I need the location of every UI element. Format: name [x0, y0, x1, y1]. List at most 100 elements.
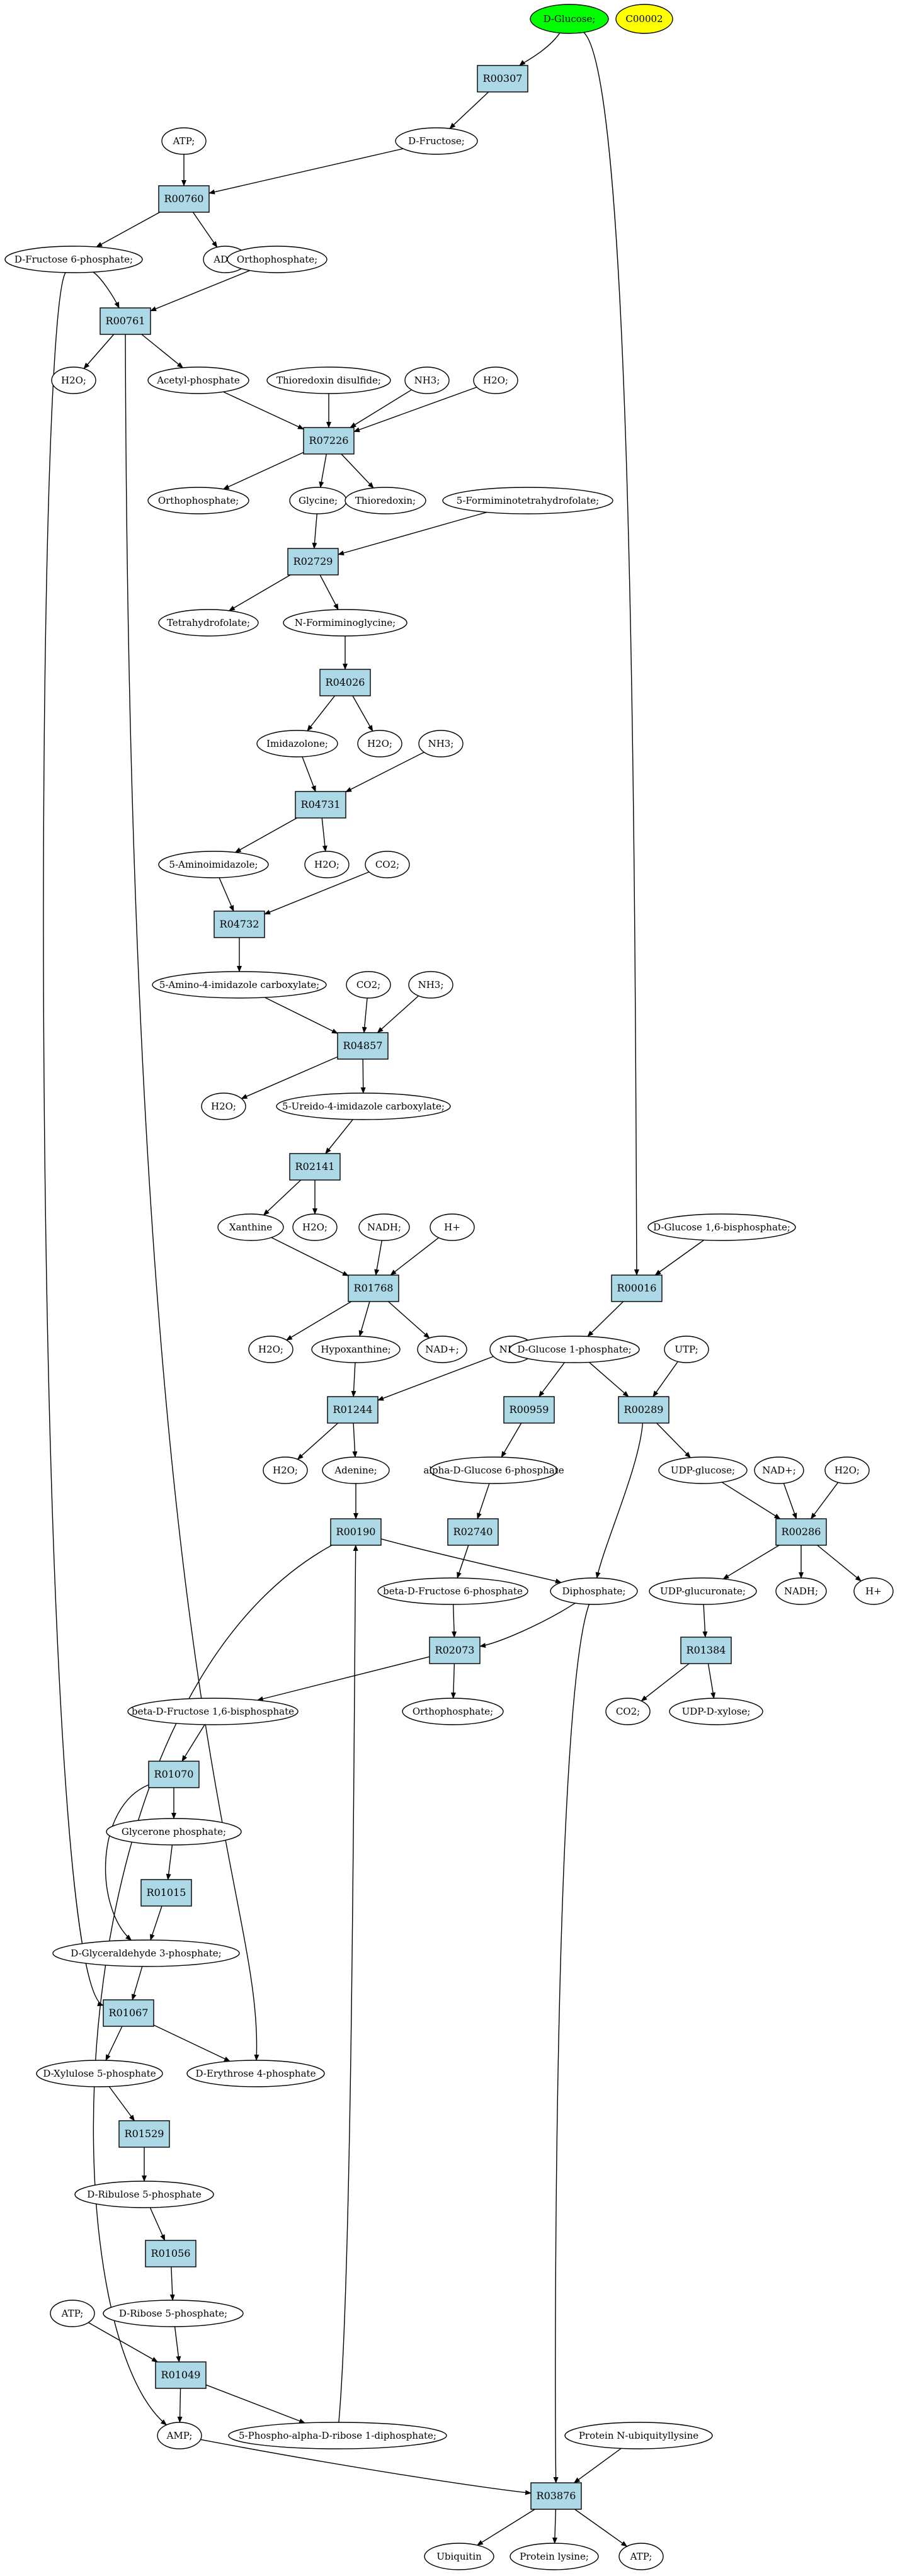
compound-node[interactable]: UDP-glucuronate; [649, 1577, 757, 1605]
reaction-node[interactable]: R01384 [680, 1637, 732, 1664]
reaction-node[interactable]: R02141 [289, 1153, 341, 1181]
compound-ellipse [649, 1577, 757, 1605]
compound-node[interactable]: Glycine; [289, 487, 347, 514]
compound-node[interactable]: 5-Aminoimidazole; [158, 851, 269, 878]
compound-node[interactable]: CO2; [346, 971, 391, 999]
compound-node[interactable]: Orthophosphate; [227, 246, 328, 273]
compound-node[interactable]: H2O; [51, 366, 96, 394]
compound-node[interactable]: AMP; [157, 2422, 202, 2449]
compound-node[interactable]: Adenine; [322, 1456, 390, 1484]
reaction-node[interactable]: R01529 [118, 2120, 170, 2148]
compound-node[interactable]: Glycerone phosphate; [106, 1818, 242, 1846]
compound-node[interactable]: Tetrahydrofolate; [158, 609, 259, 637]
compound-node[interactable]: NAD+; [754, 1456, 804, 1484]
compound-node[interactable]: H2O; [824, 1456, 870, 1484]
compound-node[interactable]: D-Glucose; [530, 4, 609, 34]
compound-node[interactable]: D-Fructose; [395, 127, 478, 155]
compound-node[interactable]: H2O; [304, 851, 350, 878]
compound-node[interactable]: NH3; [418, 730, 464, 757]
edge-h2o2-to-R07226 [353, 387, 477, 433]
reaction-node[interactable]: R00959 [503, 1396, 555, 1424]
compound-node[interactable]: NH3; [404, 366, 450, 394]
compound-node[interactable]: H2O; [248, 1336, 293, 1363]
compound-node[interactable]: H2O; [473, 366, 518, 394]
compound-node[interactable]: H2O; [292, 1213, 338, 1241]
compound-node[interactable]: D-Glucose 1,6-bisphosphate; [647, 1213, 796, 1241]
compound-node[interactable]: D-Glyceraldehyde 3-phosphate; [52, 1939, 240, 1967]
compound-node[interactable]: N-Formiminoglycine; [283, 609, 407, 637]
compound-node[interactable]: alpha-D-Glucose 6-phosphate [423, 1456, 564, 1484]
compound-node[interactable]: C00002 [615, 4, 673, 34]
compound-node[interactable]: NADH; [358, 1213, 410, 1241]
compound-node[interactable]: D-Erythrose 4-phosphate [186, 2060, 325, 2087]
reaction-node[interactable]: R00286 [775, 1518, 827, 1546]
reaction-node[interactable]: R01049 [155, 2361, 207, 2389]
compound-node[interactable]: D-Ribose 5-phosphate; [103, 2300, 244, 2327]
compound-node[interactable]: beta-D-Fructose 1,6-bisphosphate [127, 1698, 299, 1725]
compound-node[interactable]: ATP; [50, 2300, 95, 2327]
compound-node[interactable]: NH3; [408, 971, 453, 999]
compound-node[interactable]: Acetyl-phosphate [147, 366, 249, 394]
compound-label: H2O; [273, 1465, 298, 1476]
reaction-node[interactable]: R04857 [337, 1032, 389, 1060]
reaction-node[interactable]: R00289 [618, 1396, 669, 1424]
reaction-node[interactable]: R00016 [611, 1274, 663, 1302]
compound-node[interactable]: UDP-D-xylose; [669, 1698, 763, 1725]
compound-node[interactable]: Diphosphate; [550, 1577, 638, 1605]
reaction-node[interactable]: R00307 [477, 65, 528, 93]
compound-node[interactable]: D-Xylulose 5-phosphate [36, 2060, 163, 2087]
compound-node[interactable]: NAD+; [417, 1336, 467, 1363]
reaction-node[interactable]: R04732 [214, 911, 265, 938]
reaction-node[interactable]: R01056 [145, 2240, 197, 2267]
compound-node[interactable]: UTP; [664, 1336, 709, 1363]
compound-node[interactable]: 5-Ureido-4-imidazole carboxylate; [276, 1092, 451, 1120]
reaction-node[interactable]: R00190 [330, 1518, 382, 1546]
reaction-node[interactable]: R02073 [429, 1637, 481, 1664]
reaction-node[interactable]: R01070 [148, 1761, 200, 1788]
reaction-node[interactable]: R01244 [327, 1396, 379, 1424]
compound-node[interactable]: CO2; [605, 1698, 651, 1725]
reaction-node[interactable]: R00761 [100, 307, 151, 335]
compound-node[interactable]: 5-Formiminotetrahydrofolate; [442, 487, 613, 514]
compound-node[interactable]: Orthophosphate; [402, 1698, 504, 1725]
reaction-node[interactable]: R04026 [319, 669, 371, 696]
reaction-node[interactable]: R03876 [530, 2482, 582, 2510]
compound-node[interactable]: 5-Phospho-alpha-D-ribose 1-diphosphate; [228, 2422, 447, 2449]
reaction-node[interactable]: R02729 [287, 548, 339, 576]
reaction-node[interactable]: R01067 [103, 1999, 154, 2027]
compound-node[interactable]: UDP-glucose; [658, 1456, 748, 1484]
compound-node[interactable]: Protein N-ubiquityllysine [564, 2422, 713, 2449]
compound-node[interactable]: beta-D-Fructose 6-phosphate [377, 1577, 528, 1605]
compound-node[interactable]: Hypoxanthine; [311, 1336, 401, 1363]
compound-node[interactable]: CO2; [365, 851, 410, 878]
compound-node[interactable]: H+ [853, 1577, 894, 1605]
reaction-label: R01529 [125, 2128, 164, 2140]
compound-node[interactable]: D-Fructose 6-phosphate; [4, 246, 143, 273]
compound-node[interactable]: D-Glucose 1-phosphate; [509, 1336, 640, 1363]
compound-node[interactable]: Xanthine [217, 1213, 284, 1241]
compound-node[interactable]: H2O; [263, 1456, 308, 1484]
reaction-node[interactable]: R00760 [158, 185, 210, 213]
compound-node[interactable]: H+ [430, 1213, 475, 1241]
compound-node[interactable]: Orthophosphate; [147, 487, 249, 514]
compound-node[interactable]: ATP; [161, 127, 207, 155]
compound-node[interactable]: H2O; [357, 730, 402, 757]
compound-node[interactable]: ATP; [618, 2543, 664, 2570]
compound-node[interactable]: Thioredoxin disulfide; [266, 366, 391, 394]
edge-R00190-to-diphosphate [380, 1538, 562, 1584]
compound-label: H2O; [211, 1101, 236, 1112]
reaction-node[interactable]: R02740 [447, 1518, 499, 1546]
compound-node[interactable]: Ubiquitin [424, 2543, 494, 2570]
compound-node[interactable]: D-Ribulose 5-phosphate [74, 2181, 214, 2208]
compound-node[interactable]: NADH; [775, 1577, 827, 1605]
reaction-node[interactable]: R04731 [295, 791, 346, 819]
compound-node[interactable]: Imidazolone; [256, 730, 338, 757]
reaction-node[interactable]: R01768 [348, 1274, 399, 1302]
compound-node[interactable]: Protein lysine; [510, 2543, 599, 2570]
reaction-node[interactable]: R07226 [303, 427, 355, 455]
compound-node[interactable]: 5-Amino-4-imidazole carboxylate; [152, 971, 327, 999]
compound-node[interactable]: H2O; [201, 1092, 246, 1120]
compound-node[interactable]: Thioredoxin; [345, 487, 426, 514]
reaction-node[interactable]: R01015 [140, 1879, 192, 1907]
edge-diphosphate-to-R02073 [479, 1603, 576, 1648]
